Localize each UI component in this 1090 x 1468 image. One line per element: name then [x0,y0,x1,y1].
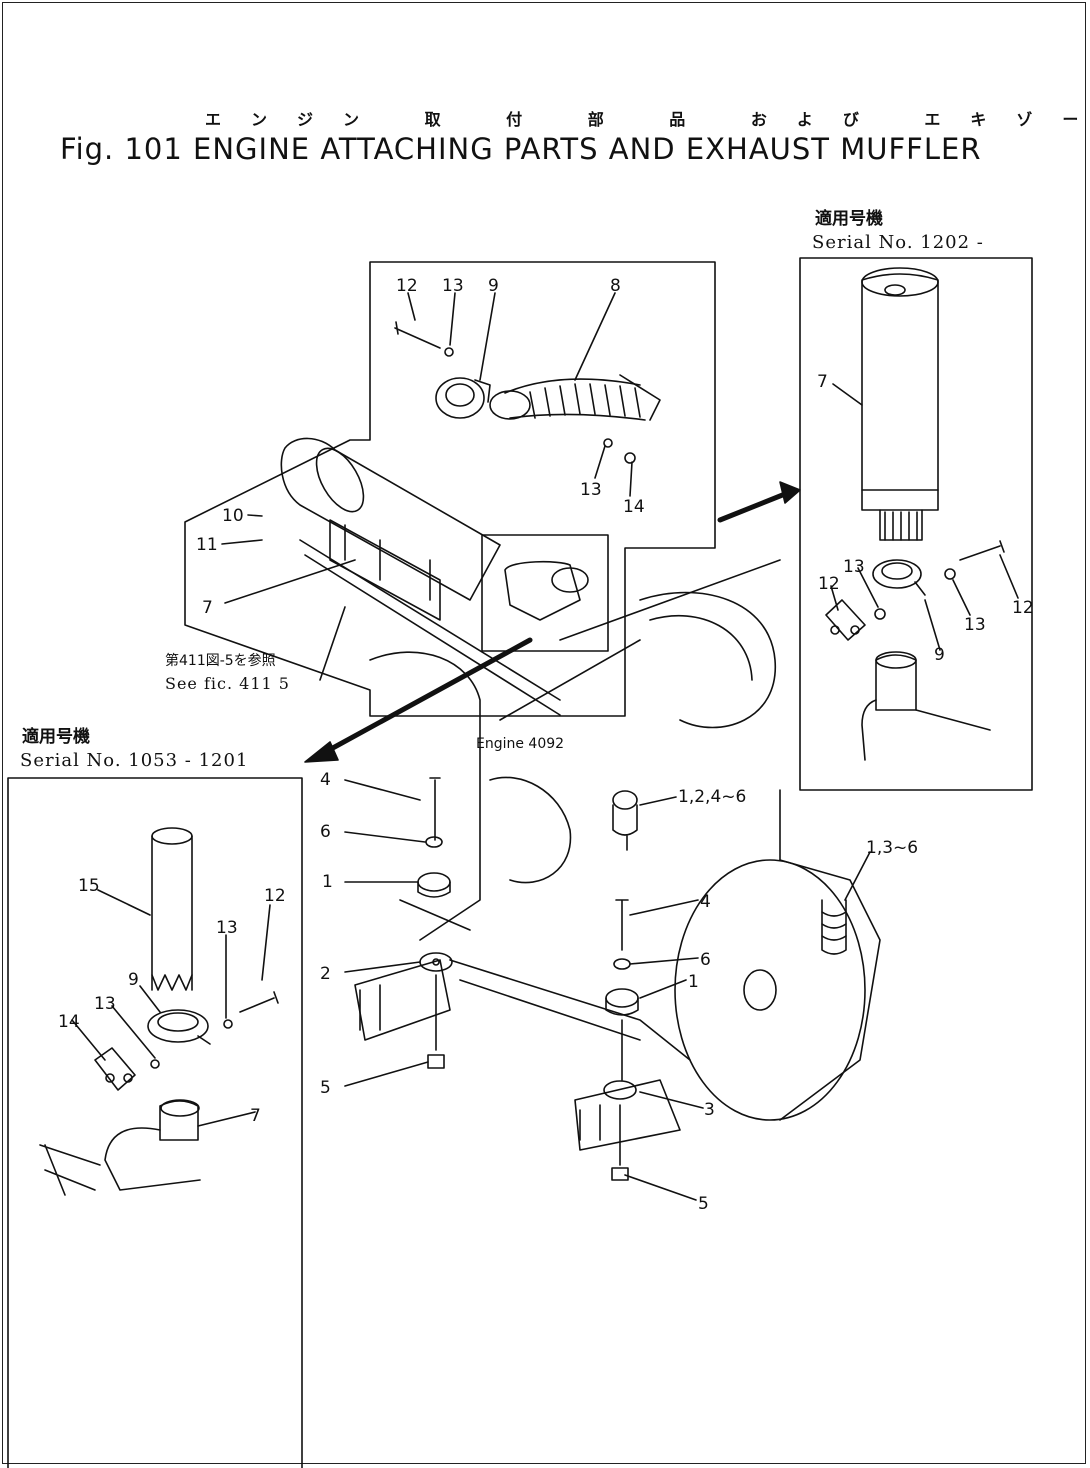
mount-rear [603,899,639,1181]
left-inset-frame [7,777,303,1468]
arrow-to-right-inset [717,489,793,523]
right-callout-12: 12 [818,574,840,594]
right-bolt [959,540,1005,561]
callout-14: 14 [623,497,645,517]
callout-6: 6 [320,822,331,842]
left-callout-9: 9 [128,970,139,990]
callout-4: 4 [320,770,331,790]
right-clamp [872,559,926,596]
right-callout-13b: 13 [964,615,986,635]
see-figure-jp: 第411図-5を参照 [165,653,276,669]
mount-assembly-center [612,790,638,851]
callout-4b: 4 [700,892,711,912]
left-callout-12: 12 [264,886,286,906]
flywheel-housing [674,789,881,1121]
left-tail-pipe [151,827,193,991]
callout-11: 11 [196,535,218,555]
right-callout-9: 9 [934,645,945,665]
callout-8: 8 [610,276,621,296]
left-callout-7: 7 [250,1106,261,1126]
right-inset-applicability: 適用号機 [815,209,883,229]
right-callout-7: 7 [817,372,828,392]
bolt-12 [394,321,441,349]
callout-10: 10 [222,506,244,526]
callout-3: 3 [704,1100,715,1120]
callout-6b: 6 [700,950,711,970]
callout-5: 5 [320,1078,331,1098]
left-callout-13: 13 [216,918,238,938]
callout-1: 1 [322,872,333,892]
callout-1b: 1 [688,972,699,992]
right-muffler [861,267,939,541]
callout-13: 13 [442,276,464,296]
right-inset-frame [799,257,1033,791]
main-detail-frame [184,261,716,717]
right-elbow [861,651,991,761]
right-callout-12b: 12 [1012,598,1034,618]
callout-5b: 5 [698,1194,709,1214]
left-callout-13b: 13 [94,994,116,1014]
title-japanese: エンジン 取 付 部 品 および エキゾースト マ フ ラ [205,110,1090,129]
callout-12: 12 [396,276,418,296]
left-inset-applicability: 適用号機 [22,727,90,747]
elbow-pipe [481,534,609,652]
left-callout-14: 14 [58,1012,80,1032]
callout-7: 7 [202,598,213,618]
engine-outline [369,559,781,941]
left-inset-serial: Serial No. 1053 - 1201 [20,750,249,771]
mount-front [417,777,453,1069]
arrow-to-left-inset [317,637,533,758]
left-elbow [39,1099,256,1196]
callout-2: 2 [320,964,331,984]
mount-assembly-right [821,899,847,955]
callout-9: 9 [488,276,499,296]
see-figure-ref: See fic. 411 5 [165,674,290,693]
flexible-tube [489,374,661,421]
left-bolt [239,991,279,1013]
callout-1-3-6: 1,3~6 [866,838,919,858]
clamp-9 [435,377,491,419]
left-clamp [147,1009,211,1045]
figure-title: Fig. 101 ENGINE ATTACHING PARTS AND EXHA… [60,132,982,166]
left-callout-15: 15 [78,876,100,896]
frame-rails [354,899,691,1151]
right-inset-serial: Serial No. 1202 - [812,232,984,253]
engine-ref: Engine 4092 [476,736,565,752]
callout-1-2-4-6: 1,2,4~6 [678,787,747,807]
muffler-body [280,437,561,716]
washer-13 [444,347,454,357]
callout-13b: 13 [580,480,602,500]
